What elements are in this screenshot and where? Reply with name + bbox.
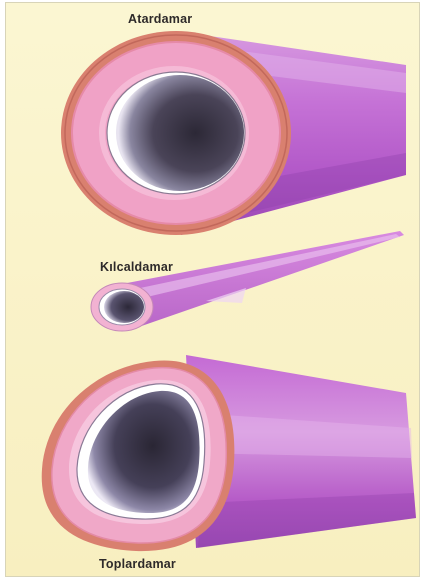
illustration-frame: Atardamar Kılcaldamar Toplardamar	[5, 2, 420, 577]
capillary-label: Kılcaldamar	[100, 260, 173, 274]
artery-label: Atardamar	[128, 12, 192, 26]
blood-vessels-illustration	[6, 3, 420, 577]
artery-lumen	[116, 75, 244, 191]
capillary-lumen	[104, 291, 144, 323]
vein-label: Toplardamar	[99, 557, 176, 571]
